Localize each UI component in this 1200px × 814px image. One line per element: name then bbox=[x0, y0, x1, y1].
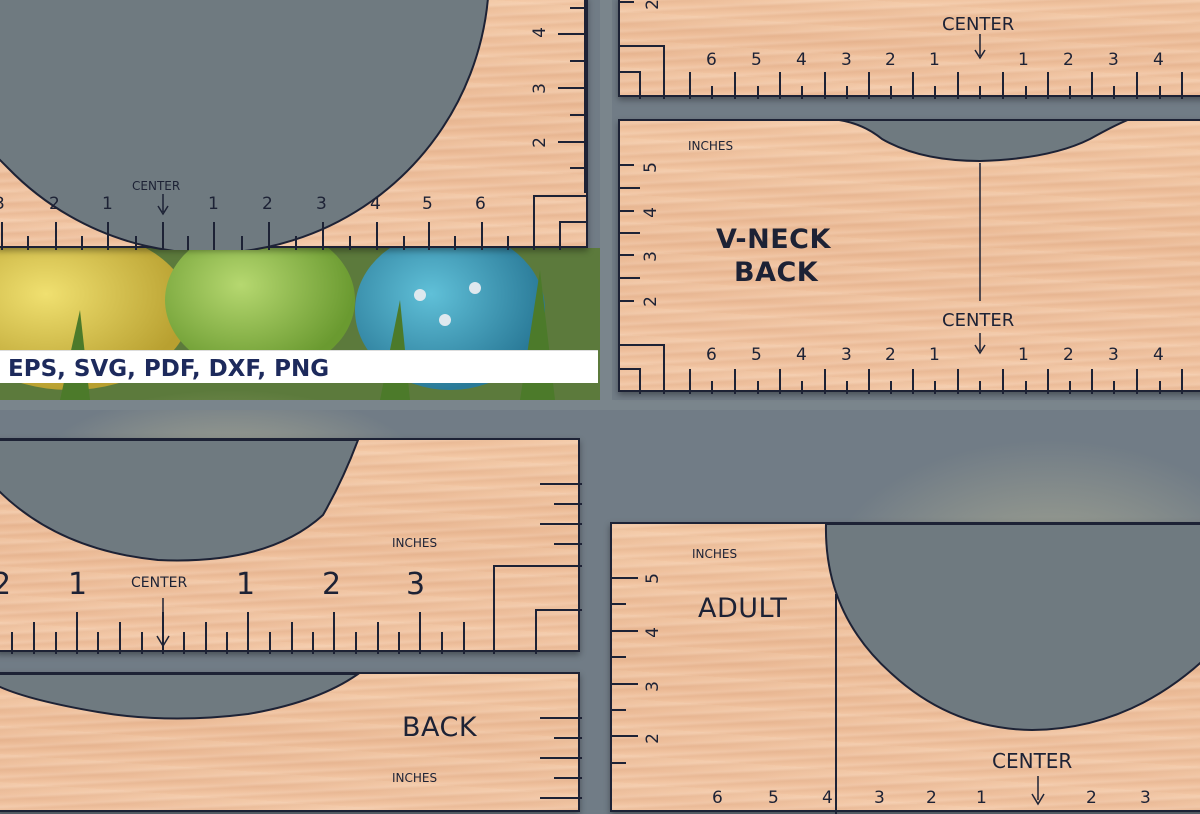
h-number: 6 bbox=[475, 194, 486, 214]
garment-label: ADULT bbox=[698, 593, 788, 624]
center-label: CENTER bbox=[131, 575, 188, 591]
h-number: 4 bbox=[1153, 345, 1164, 365]
h-number: 3 bbox=[874, 788, 885, 808]
h-number: 1 bbox=[208, 194, 219, 214]
garment-label-line2: BACK bbox=[734, 257, 819, 288]
divider-horizontal bbox=[0, 400, 1200, 410]
h-number: 4 bbox=[796, 50, 807, 70]
h-number: 2 bbox=[1063, 50, 1074, 70]
ruler-graphics-top-right bbox=[620, 1, 1183, 99]
inches-label: INCHES bbox=[392, 536, 438, 550]
h-number: 2 bbox=[1063, 345, 1074, 365]
center-label: CENTER bbox=[942, 310, 1015, 331]
v-number: 3 bbox=[642, 681, 663, 692]
ruler-board-adult: INCHES 5 4 3 2 ADULT CENTER 6 5 4 3 2 1 … bbox=[610, 522, 1200, 814]
ruler-board-vneck-back: INCHES 5 4 3 2 V-NECK BACK CENTER 6 5 4 … bbox=[618, 119, 1200, 394]
h-number: 2 bbox=[322, 567, 342, 602]
v-number: 5 bbox=[642, 573, 663, 584]
ruler-board-top-right: 2 CENTER 6 5 4 3 2 1 1 2 3 4 bbox=[618, 0, 1200, 99]
center-label: CENTER bbox=[992, 749, 1073, 773]
h-number: 6 bbox=[712, 788, 723, 808]
h-number: 1 bbox=[929, 345, 940, 365]
h-number: 1 bbox=[68, 567, 88, 602]
h-number: 2 bbox=[1086, 788, 1097, 808]
h-number: 1 bbox=[976, 788, 987, 808]
h-number: 5 bbox=[422, 194, 433, 214]
formats-text: EPS, SVG, PDF, DXF, PNG bbox=[8, 356, 330, 382]
h-number: 4 bbox=[796, 345, 807, 365]
ruler-board-bottom-left: INCHES CENTER 2 1 1 2 3 bbox=[0, 438, 582, 654]
h-number: 1 bbox=[1018, 50, 1029, 70]
h-number: 2 bbox=[926, 788, 937, 808]
h-number: 3 bbox=[1140, 788, 1151, 808]
h-number: 3 bbox=[1108, 345, 1119, 365]
h-number: 5 bbox=[751, 50, 762, 70]
ruler-board-back: BACK INCHES bbox=[0, 672, 582, 812]
v-number: 4 bbox=[640, 207, 661, 218]
h-number: 3 bbox=[406, 567, 426, 602]
v-number: 2 bbox=[642, 733, 663, 744]
h-number: 4 bbox=[370, 194, 381, 214]
ruler-graphics-adult bbox=[612, 524, 1200, 814]
h-number: 5 bbox=[768, 788, 779, 808]
h-number: 6 bbox=[706, 50, 717, 70]
h-number: 2 bbox=[262, 194, 273, 214]
inches-label: INCHES bbox=[392, 771, 438, 785]
h-number: 1 bbox=[236, 567, 256, 602]
ruler-graphics-bottom-left bbox=[0, 440, 582, 654]
ruler-board-top-left: 4 3 2 CENTER 3 2 1 1 2 3 4 5 6 bbox=[0, 0, 588, 250]
v-number: 3 bbox=[529, 83, 550, 94]
inches-label: INCHES bbox=[688, 139, 734, 153]
divider-vertical bbox=[600, 0, 612, 400]
v-number: 2 bbox=[529, 137, 550, 148]
h-number: 4 bbox=[822, 788, 833, 808]
h-number: 6 bbox=[706, 345, 717, 365]
h-number: 5 bbox=[751, 345, 762, 365]
h-number: 3 bbox=[1108, 50, 1119, 70]
h-number: 1 bbox=[102, 194, 113, 214]
ruler-graphics-back bbox=[0, 674, 582, 799]
h-number: 2 bbox=[49, 194, 60, 214]
h-number: 3 bbox=[0, 196, 5, 213]
v-number: 2 bbox=[640, 296, 661, 307]
h-number: 1 bbox=[929, 50, 940, 70]
v-number: 5 bbox=[640, 162, 661, 173]
h-number: 2 bbox=[885, 50, 896, 70]
h-number: 2 bbox=[885, 345, 896, 365]
center-label: CENTER bbox=[132, 179, 181, 193]
garment-label: BACK bbox=[402, 712, 478, 743]
v-number: 2 bbox=[642, 0, 663, 10]
h-number: 3 bbox=[841, 50, 852, 70]
garment-label-line1: V-NECK bbox=[716, 224, 831, 255]
v-number: 3 bbox=[640, 251, 661, 262]
h-number: 3 bbox=[841, 345, 852, 365]
h-number: 2 bbox=[0, 567, 12, 602]
h-number: 4 bbox=[1153, 50, 1164, 70]
h-number: 1 bbox=[1018, 345, 1029, 365]
ruler-graphics-vneck-back bbox=[620, 121, 1183, 394]
v-number: 4 bbox=[529, 27, 550, 38]
v-number: 4 bbox=[642, 627, 663, 638]
h-number: 3 bbox=[316, 194, 327, 214]
inches-label: INCHES bbox=[692, 547, 738, 561]
ruler-graphics-top-left bbox=[0, 0, 588, 250]
formats-banner: EPS, SVG, PDF, DXF, PNG bbox=[0, 350, 598, 383]
center-label: CENTER bbox=[942, 14, 1015, 35]
